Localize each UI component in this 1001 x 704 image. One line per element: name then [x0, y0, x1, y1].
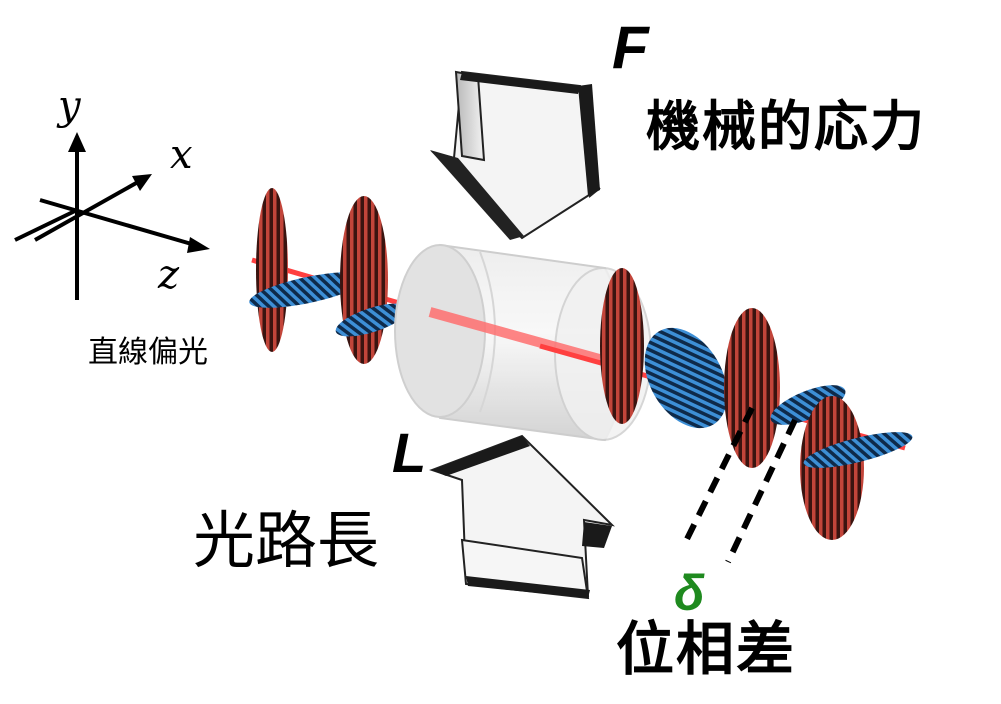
- z-axis-label: z: [158, 252, 180, 298]
- phase-difference-label: 位相差: [616, 615, 797, 683]
- coordinate-axes-icon: [14, 132, 210, 300]
- sample-cylinder-icon: [394, 243, 652, 442]
- linear-polarization-label: 直線偏光: [88, 335, 208, 370]
- up-arrow-icon: [429, 434, 615, 600]
- incoming-wave: [249, 188, 409, 364]
- force-symbol: F: [612, 14, 649, 81]
- outgoing-wave: [600, 268, 913, 540]
- y-axis-label: y: [58, 83, 81, 129]
- down-arrow-icon: [430, 70, 601, 240]
- phase-difference-markers: [681, 406, 798, 564]
- mechanical-stress-label: 機械的応力: [646, 95, 926, 158]
- optical-path-length-label: 光路長: [193, 504, 380, 577]
- x-axis-label: x: [170, 132, 193, 178]
- phase-symbol: δ: [674, 565, 705, 621]
- length-symbol: L: [392, 421, 427, 484]
